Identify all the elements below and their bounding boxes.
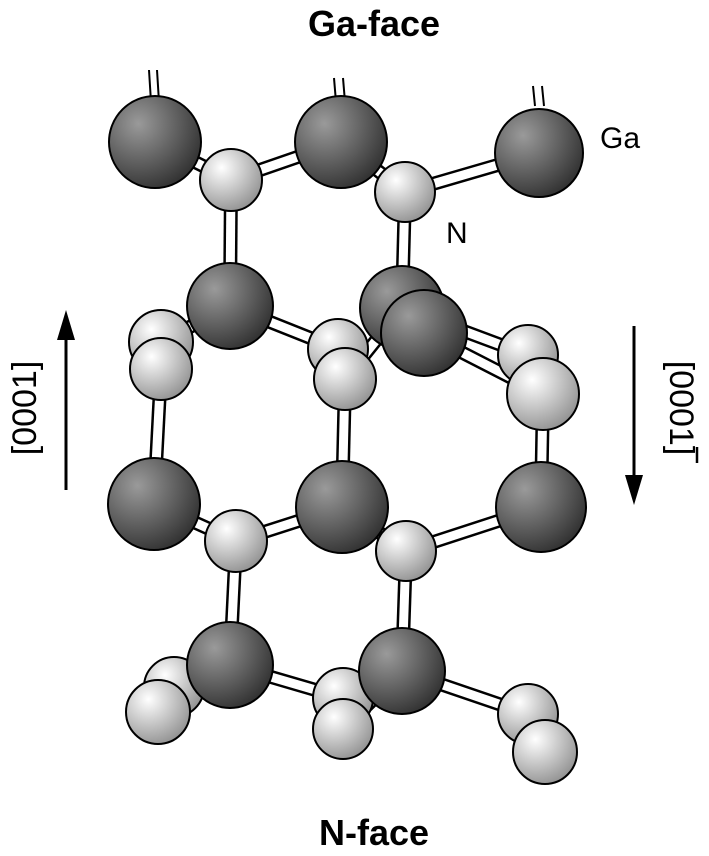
ga-atom	[495, 461, 587, 553]
ga-atom	[108, 95, 202, 189]
n-atom-label: N	[446, 217, 468, 250]
direction-arrow-down	[625, 326, 643, 505]
n-atom	[125, 679, 191, 745]
n-atom	[199, 148, 263, 212]
ga-face-title: Ga-face	[308, 3, 440, 44]
n-atom	[375, 520, 437, 582]
n-atom	[512, 719, 578, 785]
ga-atom	[380, 289, 468, 377]
n-atom	[129, 337, 193, 401]
n-face-title: N-face	[319, 812, 429, 853]
direction-label-0001: [0001]	[6, 361, 44, 456]
n-atom	[312, 698, 374, 760]
direction-label-text: [0001]	[662, 361, 700, 456]
direction-arrow-up	[57, 310, 75, 490]
ga-atom	[107, 457, 201, 551]
direction-label-000-1: [0001]	[662, 361, 700, 463]
bond-stub	[532, 85, 545, 107]
ga-atom	[494, 108, 584, 198]
n-atom	[204, 509, 268, 573]
atoms	[107, 95, 587, 785]
ga-atom	[358, 627, 446, 715]
ga-atom	[186, 262, 274, 350]
ga-atom-label: Ga	[600, 122, 640, 155]
ga-atom	[295, 460, 389, 554]
n-atom	[374, 161, 436, 223]
ga-atom	[186, 621, 274, 709]
n-atom	[506, 357, 580, 431]
ga-atom	[294, 95, 388, 189]
n-atom	[313, 347, 377, 411]
